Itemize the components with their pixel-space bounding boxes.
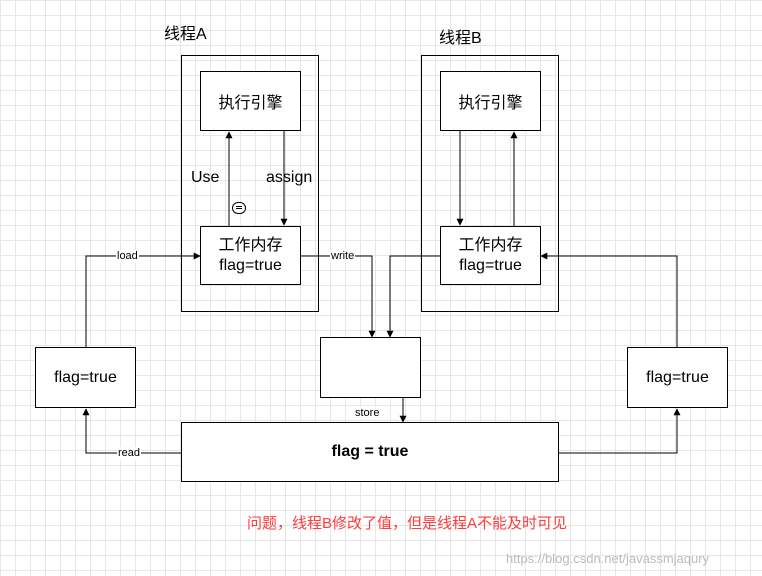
thread-b-engine: 执行引擎 bbox=[440, 71, 541, 131]
thread-b-memory-value: flag=true bbox=[459, 256, 522, 274]
thread-a-memory-value: flag=true bbox=[219, 256, 282, 274]
left-flag-value: flag=true bbox=[54, 368, 117, 386]
thread-a-memory-title: 工作内存 bbox=[218, 236, 283, 254]
left-flag-box: flag=true bbox=[35, 347, 136, 408]
load-arrow bbox=[85, 252, 201, 347]
thread-b-to-buffer-arrow bbox=[386, 255, 440, 338]
comment-icon[interactable] bbox=[232, 202, 246, 214]
thread-a-engine-label: 执行引擎 bbox=[218, 95, 283, 112]
thread-b-engine-label: 执行引擎 bbox=[458, 95, 523, 112]
right-flag-value: flag=true bbox=[646, 368, 709, 386]
load-label: load bbox=[116, 250, 139, 263]
write-label: write bbox=[330, 250, 356, 263]
use-label: Use bbox=[191, 169, 220, 186]
problem-note: 问题，线程B修改了值，但是线程A不能及时可见 bbox=[247, 515, 568, 532]
write-arrow bbox=[301, 255, 376, 338]
thread-a-title: 线程A bbox=[164, 26, 207, 43]
thread-a-working-memory: 工作内存 flag=true bbox=[200, 226, 301, 285]
read-label: read bbox=[117, 447, 142, 460]
buffer-box bbox=[320, 337, 421, 398]
store-label: store bbox=[354, 407, 381, 420]
assign-label: assign bbox=[266, 169, 313, 186]
thread-a-container bbox=[181, 55, 319, 312]
thread-b-working-memory: 工作内存 flag=true bbox=[440, 226, 541, 285]
watermark: https://blog.csdn.net/javassmjaqury bbox=[506, 551, 710, 566]
thread-b-title: 线程B bbox=[439, 30, 482, 47]
right-box-to-thread-b-arrow bbox=[540, 252, 678, 347]
thread-b-container bbox=[421, 55, 559, 312]
thread-a-engine: 执行引擎 bbox=[200, 71, 301, 131]
main-memory-value: flag = true bbox=[331, 443, 409, 460]
right-flag-box: flag=true bbox=[627, 347, 728, 408]
read-arrow bbox=[82, 408, 181, 454]
main-to-right-box-arrow bbox=[558, 408, 681, 454]
main-memory-box: flag = true bbox=[181, 422, 559, 482]
thread-b-memory-title: 工作内存 bbox=[458, 236, 523, 254]
